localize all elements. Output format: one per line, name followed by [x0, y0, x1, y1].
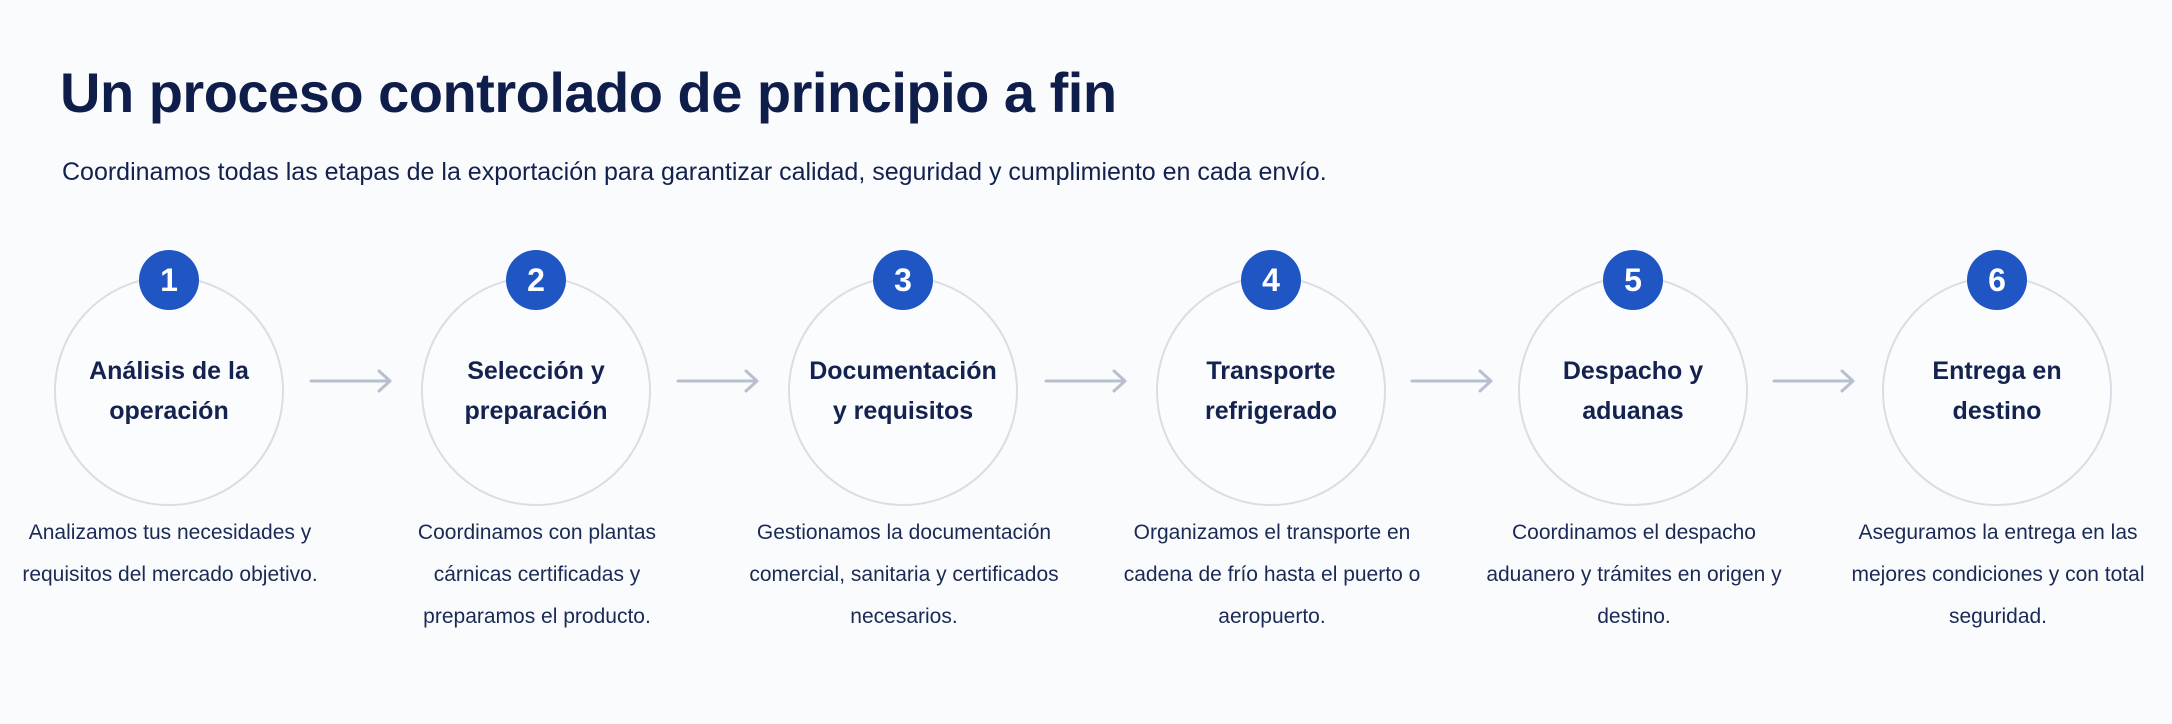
step-description: Coordinamos el despacho aduanero y trámi…	[1486, 521, 1782, 628]
step-description: Coordinamos con plantas cárnicas certifi…	[417, 521, 657, 628]
step-circle: Análisis de la operación	[54, 276, 284, 506]
arrow-right-icon	[1410, 367, 1496, 395]
arrow-right-icon	[309, 367, 395, 395]
step-title: Despacho y aduanas	[1562, 357, 1704, 425]
step-number-badge: 3	[873, 250, 933, 310]
step-description: Gestionamos la documentación comercial, …	[749, 521, 1059, 628]
step-title: Selección y preparación	[464, 357, 608, 425]
arrow-right-icon	[1044, 367, 1130, 395]
step-number-badge: 1	[139, 250, 199, 310]
step-title: Entrega en destino	[1932, 357, 2062, 425]
step-circle: Entrega en destino	[1882, 276, 2112, 506]
step-number-badge: 4	[1241, 250, 1301, 310]
step-title: Transporte refrigerado	[1205, 357, 1337, 425]
step-description: Organizamos el transporte en cadena de f…	[1123, 521, 1421, 628]
step-number-badge: 2	[506, 250, 566, 310]
page-title: Un proceso controlado de principio a fin	[60, 61, 1117, 124]
step-title: Documentación y requisitos	[809, 357, 997, 425]
arrow-right-icon	[1772, 367, 1858, 395]
step-circle: Documentación y requisitos	[788, 276, 1018, 506]
step-circle: Selección y preparación	[421, 276, 651, 506]
step-number-badge: 6	[1967, 250, 2027, 310]
step-circle: Despacho y aduanas	[1518, 276, 1748, 506]
arrow-right-icon	[676, 367, 762, 395]
step-description: Analizamos tus necesidades y requisitos …	[22, 521, 318, 586]
step-circle: Transporte refrigerado	[1156, 276, 1386, 506]
step-title: Análisis de la operación	[89, 357, 249, 425]
page-subtitle: Coordinamos todas las etapas de la expor…	[62, 158, 1327, 186]
step-description: Aseguramos la entrega en las mejores con…	[1851, 521, 2145, 628]
step-number-badge: 5	[1603, 250, 1663, 310]
